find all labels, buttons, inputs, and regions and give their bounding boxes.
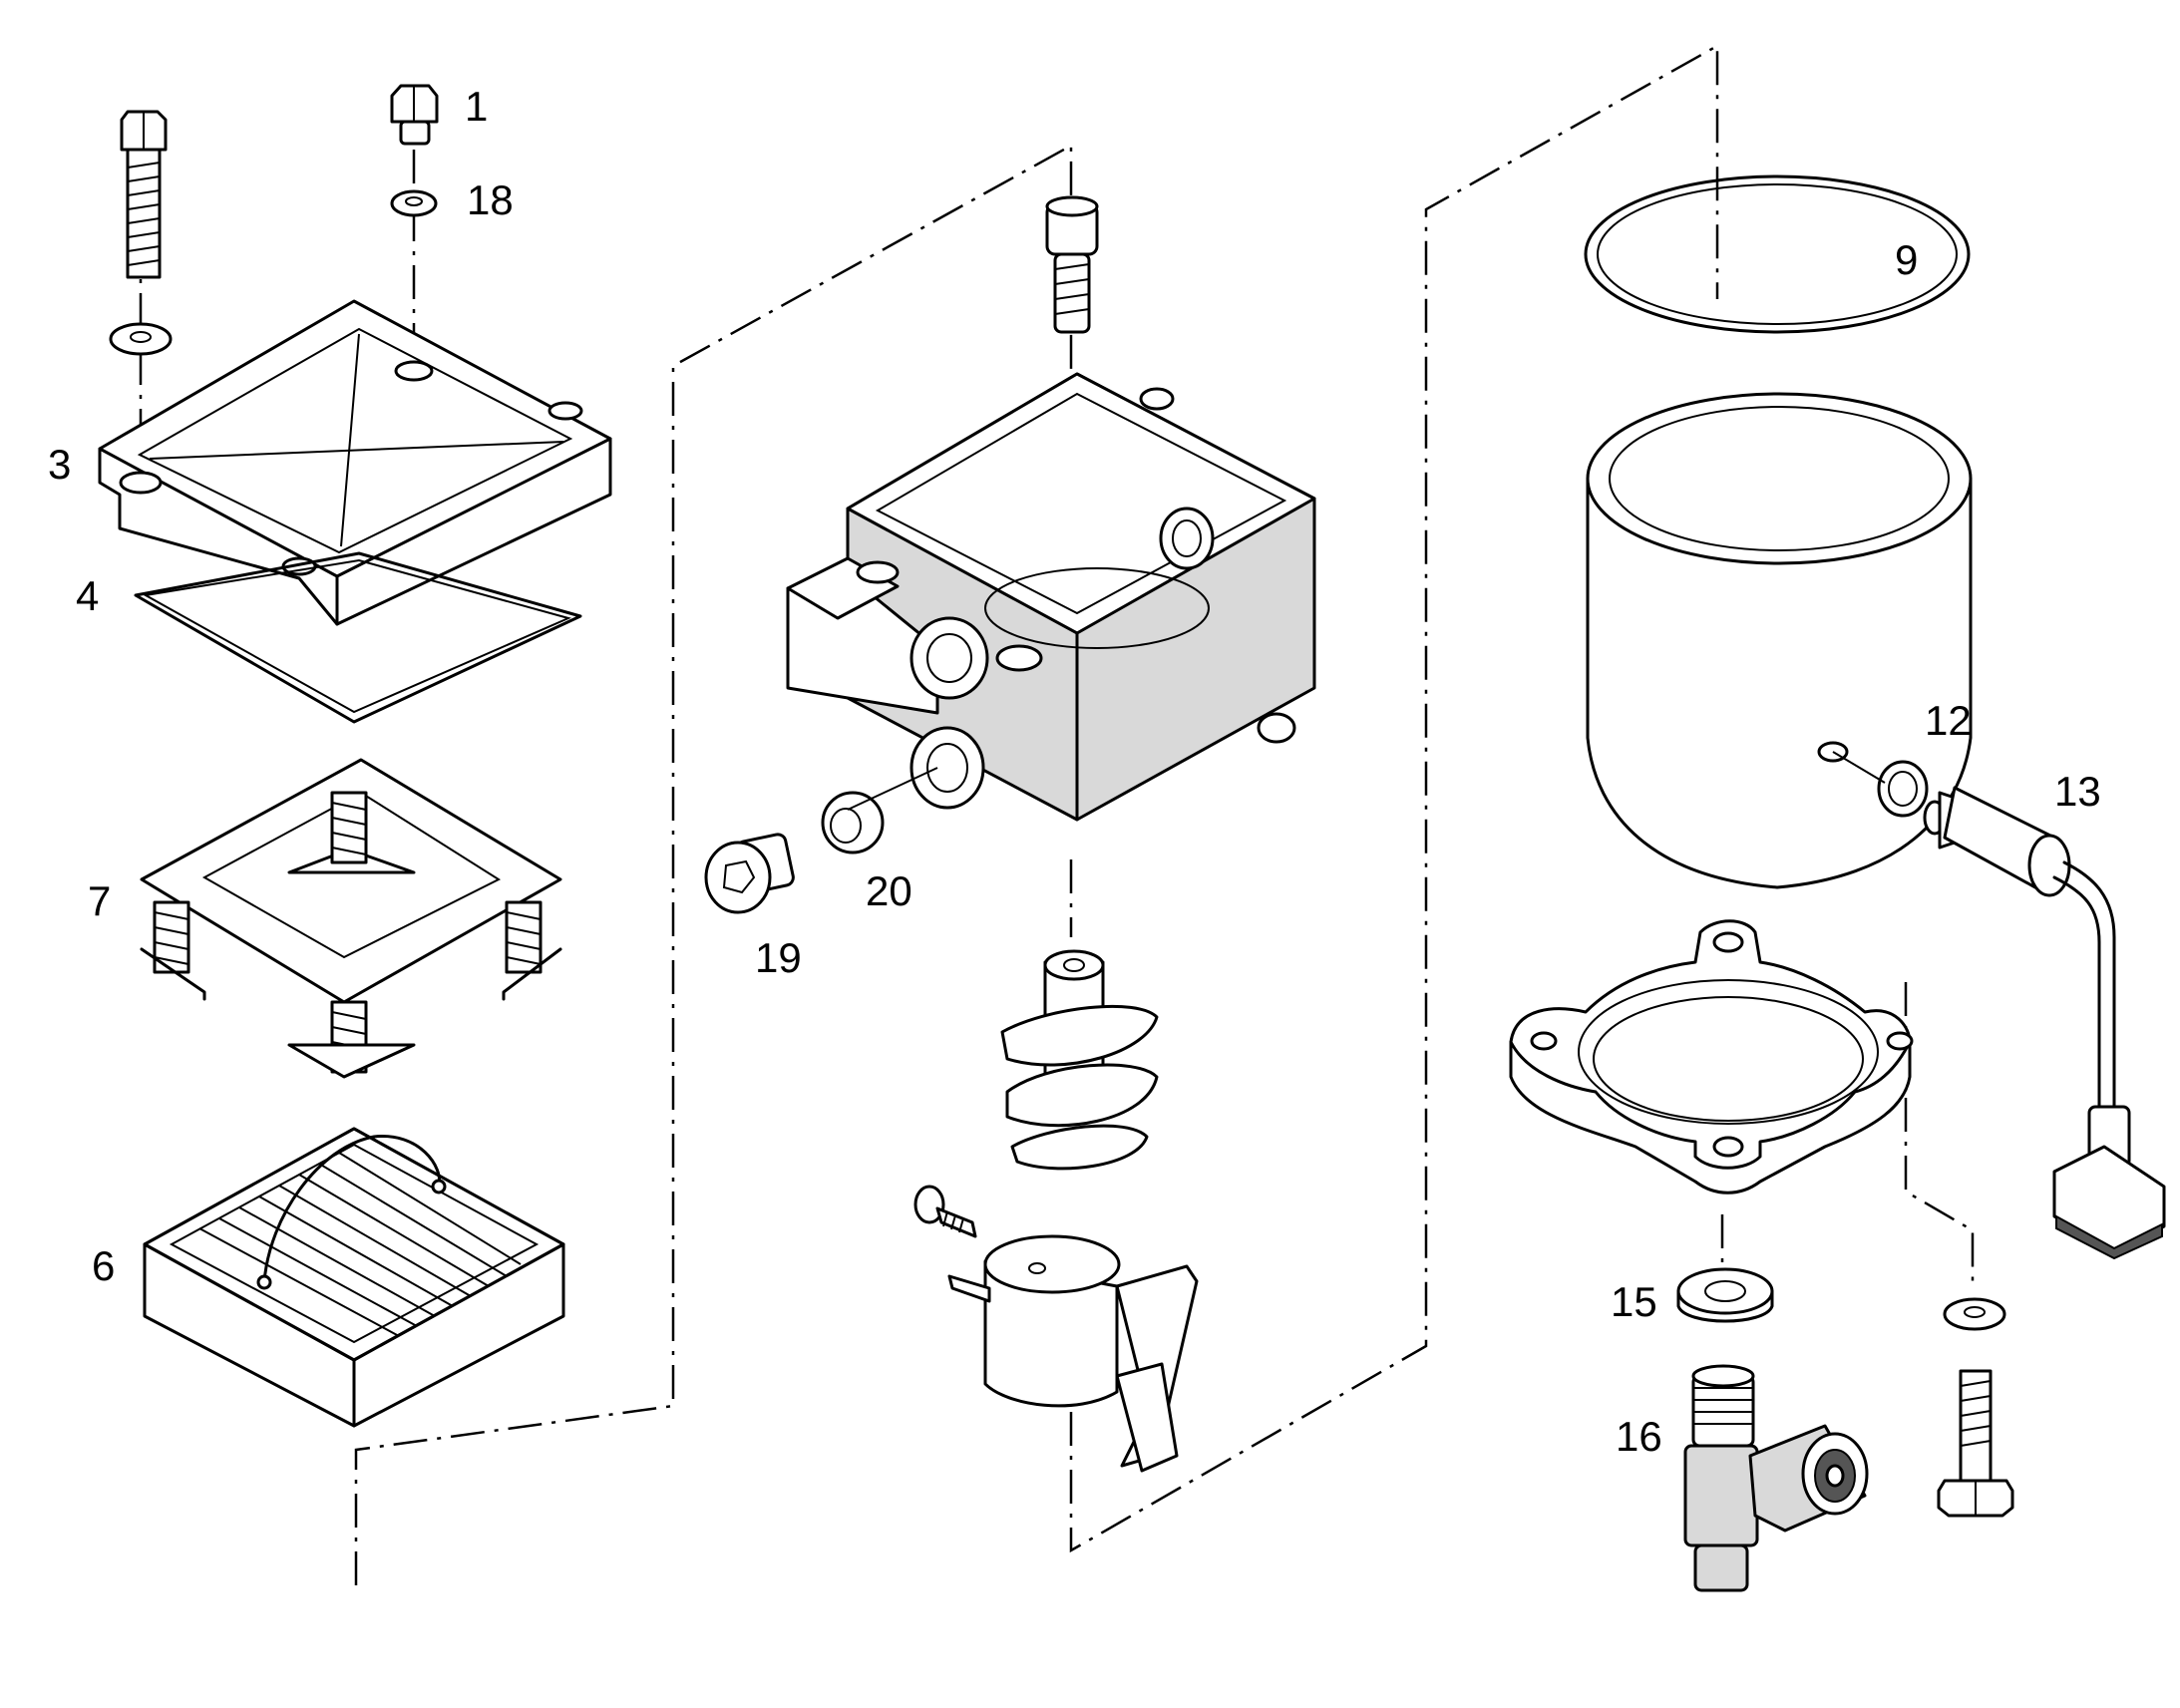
callout-13: 13	[2054, 768, 2101, 815]
filter-housing	[786, 372, 1316, 822]
o-ring-12	[1877, 760, 1929, 818]
socket-cap-screw	[1045, 195, 1099, 334]
tapping-screw	[913, 1185, 977, 1238]
callout-20: 20	[866, 867, 912, 914]
short-bolt	[390, 84, 439, 146]
callout-19: 19	[755, 934, 802, 981]
filter-element	[143, 1127, 565, 1428]
elbow-fitting-16	[1683, 1364, 1869, 1592]
callout-7: 7	[88, 877, 111, 924]
bowl-flange	[1509, 919, 1914, 1195]
leader-lines	[847, 751, 1886, 811]
callout-3: 3	[48, 441, 71, 488]
long-bolt-washer	[109, 322, 173, 356]
filter-bowl	[1586, 392, 1973, 889]
flange-bolt	[1937, 1369, 2014, 1518]
seal-ring-20	[821, 791, 885, 854]
callout-16: 16	[1616, 1413, 1662, 1460]
spring-frame	[140, 758, 562, 1079]
washer-15	[1676, 1267, 1774, 1323]
water-sensor-13	[1923, 786, 2166, 1260]
drain-plug-19	[704, 833, 795, 914]
o-ring-9	[1584, 174, 1971, 334]
callout-15: 15	[1611, 1278, 1657, 1325]
flange-washer	[1943, 1297, 2006, 1331]
callout-1: 1	[465, 83, 488, 130]
cover-gasket	[134, 551, 582, 724]
callout-9: 9	[1895, 236, 1918, 283]
callout-labels: 1 18 3 4 7 6 20 19 9 12 13 15 16	[48, 83, 2101, 1460]
callout-6: 6	[92, 1242, 115, 1289]
long-bolt	[120, 110, 168, 279]
auger	[1000, 949, 1159, 1171]
callout-12: 12	[1925, 697, 1972, 744]
callout-4: 4	[76, 572, 99, 619]
mounting-bracket	[947, 1234, 1199, 1473]
callout-18: 18	[467, 176, 514, 223]
washer-18	[390, 189, 438, 217]
filter-cover	[98, 299, 612, 626]
